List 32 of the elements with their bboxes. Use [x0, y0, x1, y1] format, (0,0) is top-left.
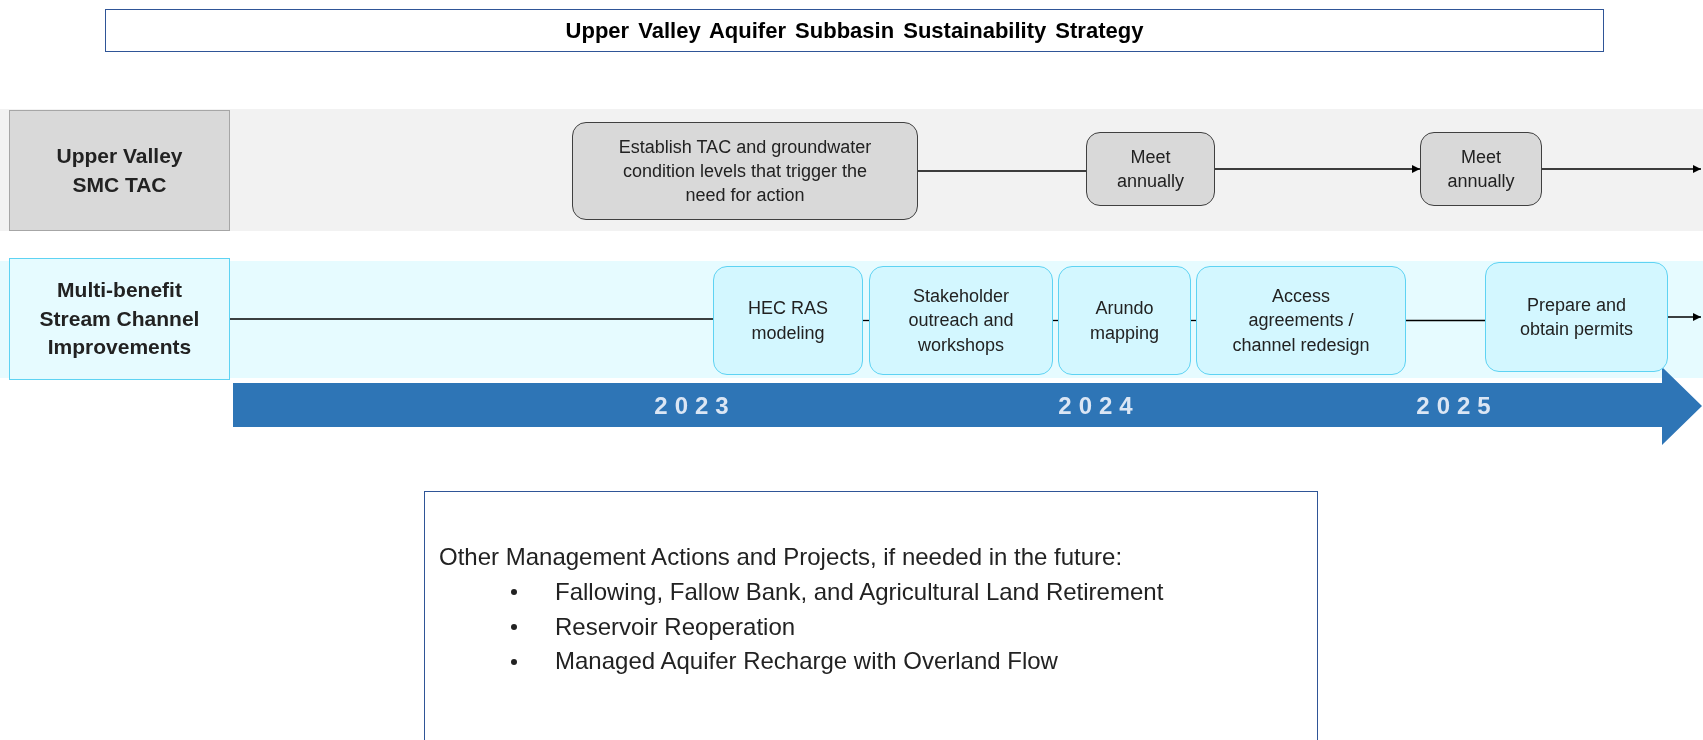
bullet-text: Fallowing, Fallow Bank, and Agricultural Land Retirement [555, 576, 1164, 607]
row-header-box [9, 110, 230, 231]
row-title: Upper Valley SMC TAC [55, 143, 184, 198]
connector-arrow [1214, 165, 1421, 173]
title-box: Upper Valley Aquifer Subbasin Sustainability Strategy [105, 9, 1604, 52]
task-text: Access agreements / channel redesign [1231, 285, 1371, 357]
row-header-box [9, 258, 230, 380]
note-box [424, 491, 1318, 740]
task-box [1420, 132, 1542, 206]
task-box [1485, 262, 1668, 372]
task-text: Meet annually [1115, 145, 1186, 193]
task-box [1196, 266, 1406, 375]
bullet-text: Managed Aquifer Recharge with Overland Flow [555, 646, 1058, 677]
note-heading: Other Management Actions and Projects, if needed in the future: [439, 543, 1123, 570]
task-text: Meet annually [1446, 145, 1516, 193]
task-box [1058, 266, 1191, 375]
task-text: Arundo mapping [1088, 297, 1160, 345]
task-text: Prepare and obtain permits [1518, 293, 1635, 341]
task-text: Establish TAC and groundwater condition levels that trigger the need for action [617, 135, 873, 208]
task-box [1086, 132, 1215, 206]
bullet-text: Reservoir Reoperation [555, 611, 796, 642]
row-title: Multi-benefit Stream Channel Improvements [38, 277, 201, 361]
task-box [713, 266, 863, 375]
task-box [869, 266, 1053, 375]
connector-arrow [1667, 313, 1702, 321]
task-text: HEC RAS modeling [747, 297, 829, 345]
year-label: 2025 [1416, 392, 1498, 420]
task-text: Stakeholder outreach and workshops [907, 285, 1015, 357]
year-label: 2024 [1058, 392, 1140, 420]
connector-arrow [1541, 165, 1702, 173]
year-label: 2023 [654, 392, 736, 420]
task-box [572, 122, 918, 220]
